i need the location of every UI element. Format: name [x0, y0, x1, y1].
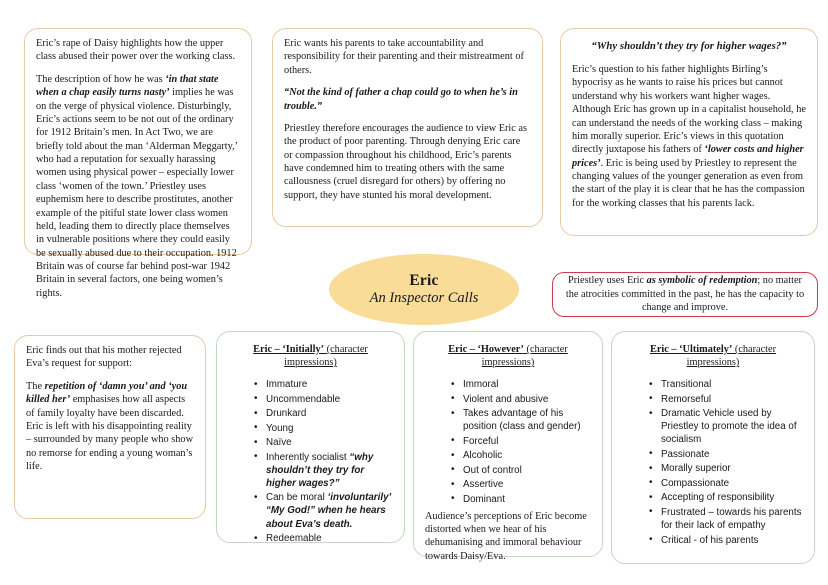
note-card-initially: Eric – ‘Initially’ (character impression…: [216, 331, 405, 545]
quotation: “Not the kind of father a chap could go …: [284, 87, 518, 112]
note-card-higher-wages: “Why shouldn’t they try for higher wages…: [560, 28, 818, 236]
item-text: Young: [266, 422, 294, 434]
text-run: Priestley uses Eric: [568, 275, 647, 287]
note-card-redemption: Priestley uses Eric as symbolic of redem…: [552, 272, 818, 317]
card-heading-quotation: “Why shouldn’t they try for higher wages…: [591, 40, 787, 52]
list-item: Drunkard: [254, 407, 393, 420]
paragraph: The description of how he was ‘in that s…: [36, 73, 240, 300]
quotation: repetition of ‘damn you’ and ‘you killed…: [26, 380, 188, 406]
paragraph: Eric’s rape of Daisy highlights how the …: [36, 38, 236, 63]
list-item: Inherently socialist “why shouldn’t they…: [254, 450, 393, 490]
item-text: Morally superior: [661, 463, 731, 475]
item-text: Can be moral: [266, 492, 328, 504]
list-item: Forceful: [451, 434, 591, 448]
list-item: Redeemable: [254, 532, 393, 545]
list-item: Uncommendable: [254, 392, 393, 406]
list-item: Compassionate: [649, 476, 803, 490]
item-text: Passionate: [661, 448, 710, 460]
card-heading: Eric – ‘Ultimately’ (character impressio…: [623, 343, 803, 369]
note-card-mother-rejection: Eric finds out that his mother rejected …: [14, 335, 206, 519]
card-footnote: Audience’s perceptions of Eric become di…: [425, 510, 587, 562]
list-item: Naïve: [254, 436, 393, 449]
text-run: ; no matter the atrocities committed in …: [565, 275, 805, 314]
card-heading: Eric – ‘Initially’ (character impression…: [228, 343, 393, 369]
item-text: Dominant: [463, 493, 505, 505]
item-text: Drunkard: [266, 408, 307, 420]
paragraph: The repetition of ‘damn you’ and ‘you ki…: [26, 380, 194, 474]
item-text: Immature: [266, 379, 308, 391]
list-item: Accepting of responsibility: [649, 491, 803, 504]
item-emphasis: “why shouldn’t they try for higher wages…: [266, 451, 374, 489]
page-subtitle: An Inspector Calls: [369, 290, 479, 307]
item-text: Assertive: [463, 479, 504, 491]
item-text: Critical - of his parents: [661, 534, 759, 546]
item-text: Inherently socialist: [266, 451, 350, 463]
paragraph: Priestley uses Eric as symbolic of redem…: [562, 274, 808, 314]
page-title: Eric: [409, 271, 439, 289]
item-emphasis: ‘involuntarily’ “My God!” when he hears …: [266, 492, 391, 530]
list-item: Dramatic Vehicle used by Priestley to pr…: [649, 407, 803, 446]
paragraph: Priestley therefore encourages the audie…: [284, 122, 528, 201]
impressions-list-initially: Immature Uncommendable Drunkard Young Na…: [228, 378, 393, 545]
list-item: Can be moral ‘involuntarily’ “My God!” w…: [254, 491, 393, 530]
item-text: Remorseful: [661, 393, 712, 405]
card-heading: Eric – ‘However’ (character impressions): [425, 343, 591, 369]
text-run: . Eric is being used by Priestley to rep…: [572, 157, 805, 209]
quotation: ‘lower costs and higher prices’: [572, 144, 804, 169]
text-run: The: [26, 380, 45, 392]
item-text: Uncommendable: [266, 393, 341, 405]
impressions-list-ultimately: Transitional Remorseful Dramatic Vehicle…: [623, 378, 803, 546]
list-item: Morally superior: [649, 462, 803, 475]
emphasis: as symbolic of redemption: [646, 275, 758, 287]
paragraph: Eric’s question to his father highlights…: [572, 63, 806, 210]
item-text: Out of control: [463, 464, 522, 476]
list-item: Young: [254, 421, 393, 435]
item-text: Transitional: [661, 379, 712, 391]
central-title-oval: Eric An Inspector Calls: [329, 254, 519, 325]
item-text: Immoral: [463, 379, 499, 391]
list-item: Violent and abusive: [451, 392, 591, 406]
list-item: Alcoholic: [451, 449, 591, 462]
heading-sub: (character impressions): [481, 344, 568, 369]
list-item: Critical - of his parents: [649, 533, 803, 547]
text-run: Eric’s question to his father highlights…: [572, 64, 806, 156]
heading-main: Eric – ‘Initially’: [253, 344, 325, 355]
heading-main: Eric – ‘However’: [448, 344, 524, 355]
item-text: Redeemable: [266, 533, 322, 545]
list-item: Dominant: [451, 492, 591, 506]
heading-sub: (character impressions): [284, 344, 368, 369]
note-card-parental-accountability: Eric wants his parents to take accountab…: [272, 28, 543, 227]
list-item: Assertive: [451, 478, 591, 491]
list-item: Immoral: [451, 378, 591, 391]
item-text: Violent and abusive: [463, 393, 549, 405]
item-text: Dramatic Vehicle used by Priestley to pr…: [661, 408, 797, 446]
quotation: ‘in that state when a chap easily turns …: [36, 73, 219, 99]
paragraph: Eric finds out that his mother rejected …: [26, 345, 182, 370]
paragraph: Eric wants his parents to take accountab…: [284, 38, 524, 76]
item-text: Forceful: [463, 435, 499, 447]
list-item: Takes advantage of his position (class a…: [451, 407, 591, 433]
item-text: Takes advantage of his position (class a…: [463, 408, 581, 433]
item-text: Accepting of responsibility: [661, 492, 775, 504]
item-text: Compassionate: [661, 477, 730, 489]
list-item: Frustrated – towards his parents for the…: [649, 505, 803, 532]
item-text: Naïve: [266, 437, 292, 449]
impressions-list-however: Immoral Violent and abusive Takes advant…: [425, 378, 591, 506]
text-run: emphasises how all aspects of family loy…: [26, 394, 194, 472]
list-item: Out of control: [451, 463, 591, 477]
heading-main: Eric – ‘Ultimately’: [649, 344, 733, 355]
note-card-however: Eric – ‘However’ (character impressions)…: [413, 331, 603, 562]
text-run: implies he was on the verge of physical …: [36, 87, 238, 299]
heading-sub: (character impressions): [686, 344, 777, 369]
text-run: The description of how he was: [36, 73, 166, 85]
list-item: Passionate: [649, 447, 803, 461]
note-card-ultimately: Eric – ‘Ultimately’ (character impressio…: [611, 331, 815, 564]
item-text: Frustrated – towards his parents for the…: [661, 506, 802, 531]
list-item: Transitional: [649, 378, 803, 391]
list-item: Remorseful: [649, 392, 803, 406]
list-item: Immature: [254, 378, 393, 391]
item-text: Alcoholic: [463, 450, 503, 462]
note-card-rape-of-daisy: Eric’s rape of Daisy highlights how the …: [24, 28, 252, 299]
